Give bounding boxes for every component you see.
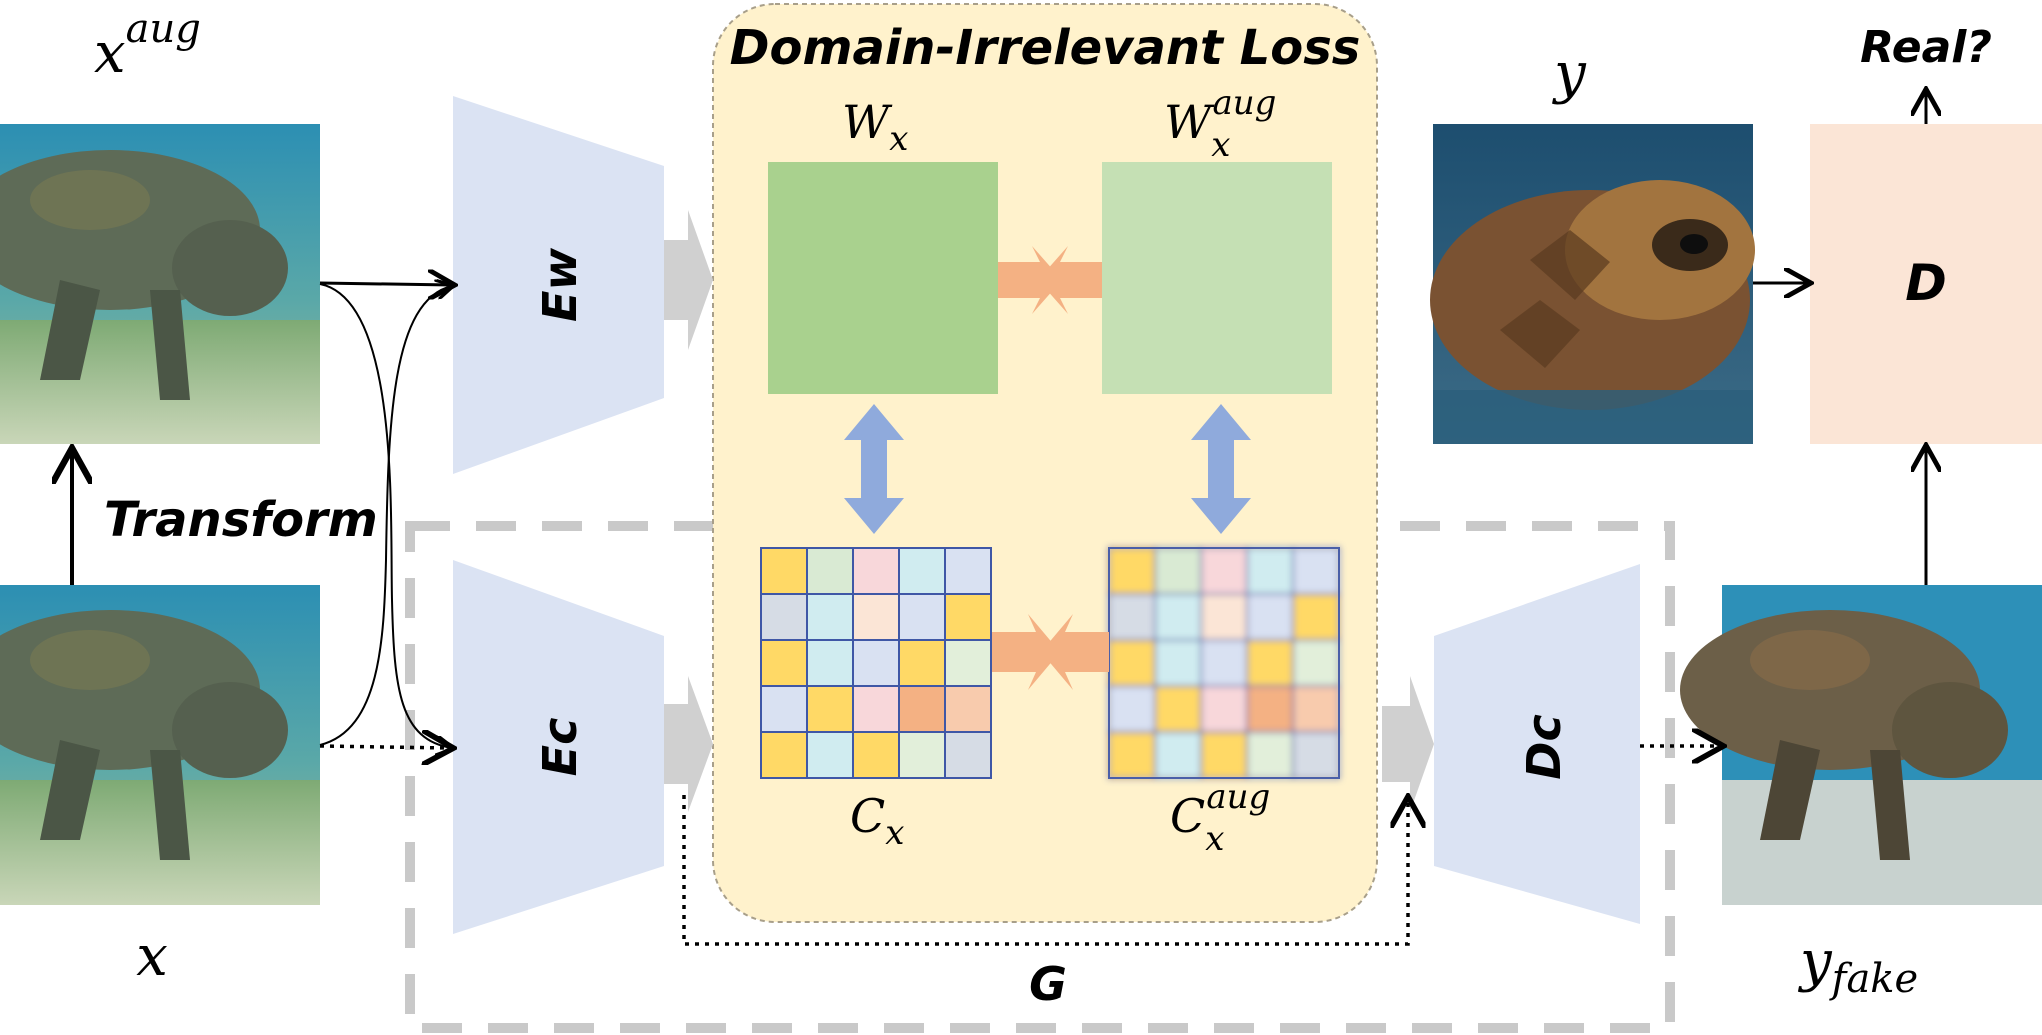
transform-label: Transform <box>104 492 378 548</box>
x-label: x <box>136 924 168 989</box>
c-x-aug-grid-cell <box>1200 547 1248 595</box>
w-x-label: Wx <box>842 95 908 159</box>
c-x-grid-cell <box>760 731 808 779</box>
ec-to-c-arrow <box>664 676 713 812</box>
c-x-aug-grid-cell <box>1246 731 1294 779</box>
x-aug-label: xaug <box>94 6 201 86</box>
c-x-aug-grid-cell <box>1200 685 1248 733</box>
c-x-aug-grid-cell <box>1246 639 1294 687</box>
c-x-aug-grid-cell <box>1200 731 1248 779</box>
image-y-fake <box>1680 585 2042 905</box>
c-consistency-arrow <box>992 614 1109 690</box>
c-x-aug-grid-cell <box>1108 547 1156 595</box>
c-x-grid-cell <box>806 685 854 733</box>
skip-connection-dotted <box>682 795 1408 946</box>
w-x-feature <box>768 162 998 394</box>
c-x-aug-grid-cell <box>1108 685 1156 733</box>
x-to-ew-curve <box>319 286 452 746</box>
y-label: y <box>1551 41 1587 106</box>
xaug-to-ew-arrow <box>319 283 452 285</box>
discriminator-box <box>1810 124 2042 444</box>
c-x-grid-cell <box>760 639 808 687</box>
w-c-arrow-left <box>844 404 904 534</box>
c-x-aug-grid-cell <box>1246 685 1294 733</box>
c-x-aug-grid-cell <box>1108 593 1156 641</box>
c-x-aug-grid-cell <box>1292 547 1340 595</box>
w-c-arrow-right <box>1191 404 1251 534</box>
w-x-aug-label: Wxaug <box>1164 83 1276 165</box>
c-x-grid-cell <box>760 547 808 595</box>
w-x-aug-feature <box>1102 162 1332 394</box>
encoder-ew-label: Ew <box>533 248 587 322</box>
discriminator-label: D <box>1905 254 1947 312</box>
c-x-aug-grid-cell <box>1246 593 1294 641</box>
encoder-ec-label: Ec <box>533 718 587 777</box>
c-x-grid-cell <box>898 685 946 733</box>
c-x-grid-cell <box>806 547 854 595</box>
c-x-aug-grid-cell <box>1200 593 1248 641</box>
c-x-aug-grid-cell <box>1108 639 1156 687</box>
c-x-grid-cell <box>898 547 946 595</box>
encoder-ec <box>453 560 664 934</box>
c-x-grid-cell <box>944 593 992 641</box>
c-x-grid-cell <box>806 639 854 687</box>
c-x-aug-grid-cell <box>1292 593 1340 641</box>
c-x-grid-cell <box>852 547 900 595</box>
c-x-aug-feature-grid <box>1108 547 1340 779</box>
w-consistency-arrow <box>998 246 1102 314</box>
c-x-grid-cell <box>898 639 946 687</box>
c-x-aug-grid-cell <box>1154 593 1202 641</box>
c-x-grid-cell <box>898 731 946 779</box>
c-x-aug-grid-cell <box>1108 731 1156 779</box>
c-x-aug-grid-cell <box>1292 639 1340 687</box>
decoder-dc <box>1434 564 1640 924</box>
xaug-to-ec-curve <box>319 283 452 748</box>
c-x-label: Cx <box>850 789 904 853</box>
x-to-ec-dotted-arrow <box>319 746 450 748</box>
c-x-grid-cell <box>944 685 992 733</box>
encoder-ew <box>453 96 664 474</box>
loss-title: Domain-Irrelevant Loss <box>730 20 1361 76</box>
c-x-grid-cell <box>806 593 854 641</box>
real-question-label: Real? <box>1860 22 1992 73</box>
c-x-aug-grid-cell <box>1154 639 1202 687</box>
c-x-aug-grid-cell <box>1154 731 1202 779</box>
ew-to-w-arrow <box>664 210 713 350</box>
generator-label: G <box>1029 957 1067 1011</box>
c-x-aug-grid-cell <box>1292 731 1340 779</box>
c-x-aug-grid-cell <box>1154 547 1202 595</box>
c-to-dc-arrow <box>1382 676 1434 812</box>
c-x-aug-grid-cell <box>1200 639 1248 687</box>
image-y-turtle <box>1430 124 1755 444</box>
c-x-grid-cell <box>944 639 992 687</box>
c-x-grid-cell <box>852 685 900 733</box>
c-x-grid-cell <box>898 593 946 641</box>
c-x-aug-grid-cell <box>1292 685 1340 733</box>
c-x-grid-cell <box>944 547 992 595</box>
c-x-aug-label: Cxaug <box>1170 777 1270 859</box>
c-x-grid-cell <box>760 593 808 641</box>
loss-box <box>712 3 1378 923</box>
c-x-grid-cell <box>852 593 900 641</box>
image-x-aug <box>0 124 320 444</box>
c-x-grid-cell <box>852 639 900 687</box>
c-x-grid-cell <box>760 685 808 733</box>
c-x-grid-cell <box>944 731 992 779</box>
c-x-aug-grid-cell <box>1154 685 1202 733</box>
c-x-feature-grid <box>760 547 992 779</box>
y-fake-label: yfake <box>1797 929 1918 1002</box>
c-x-grid-cell <box>806 731 854 779</box>
c-x-aug-grid-cell <box>1246 547 1294 595</box>
decoder-dc-label: Dc <box>1517 714 1571 779</box>
image-x <box>0 585 320 905</box>
c-x-grid-cell <box>852 731 900 779</box>
